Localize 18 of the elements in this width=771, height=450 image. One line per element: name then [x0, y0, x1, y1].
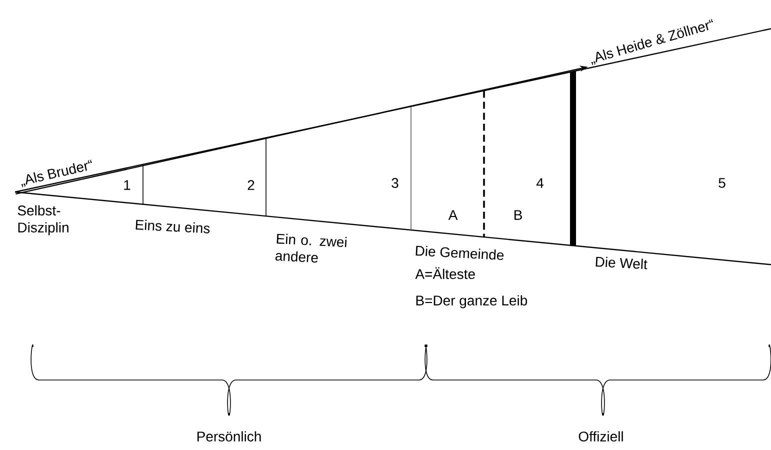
heading-text: „Als Heide & Zöllner“	[591, 18, 713, 66]
section-number: A	[448, 210, 458, 220]
annotation-text: B=Der ganze Leib	[416, 295, 528, 308]
section-number: 2	[248, 180, 254, 190]
heading-text: „Als Bruder“	[21, 160, 92, 188]
annotation-text: Eins zu eins	[136, 220, 210, 234]
section-number: 1	[124, 180, 130, 190]
annotation-text: Ein o. zwei andere	[275, 234, 347, 263]
annotation-text: Persönlich	[197, 431, 261, 442]
section-number: 3	[392, 178, 398, 188]
annotation-text: Die Gemeinde	[416, 246, 504, 260]
section-number: 5	[718, 178, 726, 188]
annotation-text: Selbst- Disziplin	[18, 205, 68, 236]
annotation-text: Offiziell	[578, 431, 623, 442]
section-number: B	[514, 210, 522, 220]
annotation-text: A=Älteste	[415, 267, 475, 280]
annotation-text: Die Welt	[596, 256, 648, 270]
section-number: 4	[536, 178, 544, 188]
